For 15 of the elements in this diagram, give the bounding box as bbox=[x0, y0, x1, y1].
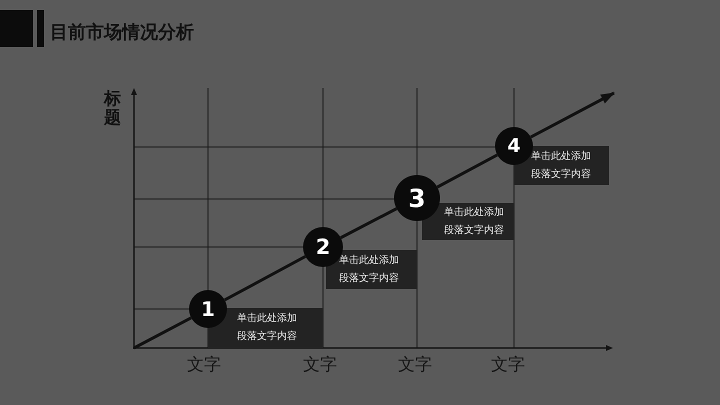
connector-line bbox=[436, 154, 498, 188]
axis-title: 标题 bbox=[104, 90, 121, 128]
axis-label: 文字 bbox=[187, 354, 221, 376]
arrow bbox=[530, 92, 615, 138]
card-text: 单击此处添加段落文字内容 bbox=[237, 312, 298, 344]
card-text: 单击此处添加段落文字内容 bbox=[444, 206, 505, 238]
connector-line bbox=[224, 255, 306, 302]
slide-title: 目前市场情况分析 bbox=[50, 21, 194, 44]
card-text: 单击此处添加段落文字内容 bbox=[531, 150, 592, 182]
text-card bbox=[422, 203, 514, 240]
axis-label: 文字 bbox=[303, 354, 337, 376]
connector-line bbox=[340, 207, 398, 240]
axis-label: 文字 bbox=[398, 354, 432, 376]
connector-line bbox=[133, 316, 192, 350]
axis-label: 文字 bbox=[491, 354, 525, 376]
